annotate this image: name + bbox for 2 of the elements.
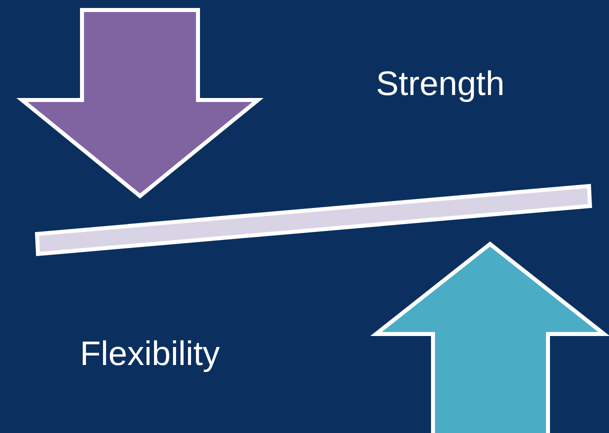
flexibility-label: Flexibility: [80, 334, 220, 374]
strength-label: Strength: [376, 64, 505, 104]
